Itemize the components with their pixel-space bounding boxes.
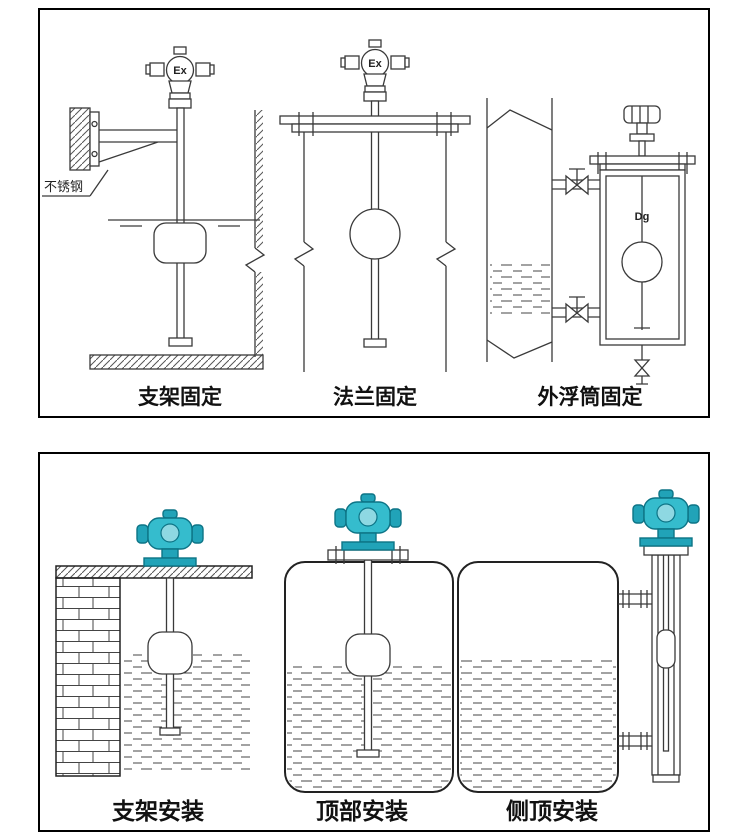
drain-valve: [633, 345, 651, 385]
fixing-methods-box: Ex 不锈钢: [38, 8, 710, 418]
float-ball: [153, 222, 207, 264]
figure-caption: 支架安装: [111, 798, 204, 824]
bottom-connection-pipe-valve: [552, 296, 600, 324]
figure-caption: 法兰固定: [333, 385, 417, 409]
support-platform: [55, 565, 253, 579]
figure-caption: 外浮筒固定: [538, 385, 643, 409]
rod-coupling: [168, 98, 192, 109]
figure-caption: 支架固定: [138, 385, 222, 409]
level-transmitter: [136, 509, 204, 567]
liquid-dashes: [490, 262, 550, 314]
float-ball: [349, 208, 401, 260]
rod-end-stop: [356, 749, 380, 758]
liquid-level-line: [108, 219, 260, 227]
figure-caption: 侧顶安装: [506, 798, 598, 824]
wall-bracket: [69, 107, 177, 171]
stainless-steel-annotation: 不锈钢: [44, 179, 83, 194]
fixing-methods-drawing: Ex 不锈钢: [42, 39, 696, 409]
float-ball: [345, 633, 391, 677]
lower-connection-pipe: [618, 732, 652, 750]
float-ball: [147, 631, 193, 675]
liquid-dashes: [460, 660, 616, 790]
float-ball: [656, 629, 676, 669]
tank-wall-section: [244, 110, 266, 357]
rod-coupling: [363, 91, 387, 102]
figure-flange-fixing: 法兰固定: [279, 39, 471, 409]
installation-methods-drawing: 支架安装 顶部安装: [55, 489, 700, 824]
chamber-transmitter-head: [623, 105, 661, 157]
tube-flange: [643, 545, 689, 556]
upper-connection-pipe: [618, 590, 652, 608]
pipe-size-label: Dg: [635, 211, 650, 223]
tank-shell-section: [486, 98, 553, 362]
rod-end-stop: [159, 727, 181, 736]
annotation-leader-line: [42, 169, 109, 197]
mounting-flange: [279, 112, 471, 136]
brick-wall: [55, 577, 121, 777]
figure-bracket-fixing: 不锈钢 支架固定: [42, 46, 266, 409]
tank-walls: [293, 132, 457, 372]
explosion-proof-transmitter: [340, 39, 410, 93]
level-transmitter: [334, 493, 402, 551]
level-transmitter: [632, 489, 700, 547]
figure-caption: 顶部安装: [316, 798, 408, 824]
rod-end-stop: [363, 338, 387, 348]
external-float-chamber: Dg: [599, 169, 686, 346]
top-connection-pipe-valve: [552, 168, 600, 196]
figure-top-install: 顶部安装: [284, 493, 454, 824]
side-float-tube: [651, 554, 681, 783]
explosion-proof-transmitter: [145, 46, 215, 100]
figure-bracket-install: 支架安装: [55, 509, 253, 824]
float-ball: [621, 241, 663, 283]
rod-end-stop: [168, 337, 193, 347]
ground-section: [89, 354, 264, 370]
figure-external-chamber-fixing: Dg: [486, 98, 696, 409]
figure-side-top-install: 侧顶安装: [457, 489, 700, 824]
installation-methods-box: 支架安装 顶部安装: [38, 452, 710, 832]
